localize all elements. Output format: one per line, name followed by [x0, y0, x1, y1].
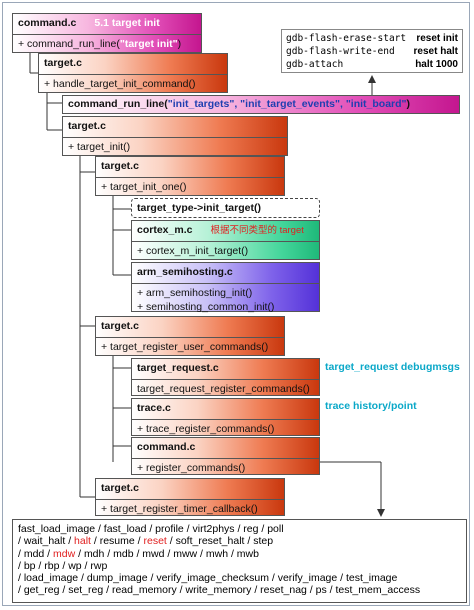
box-title: target.c: [96, 479, 284, 500]
box-title: target.c: [39, 54, 227, 75]
box-call: + target_register_user_commands(): [101, 341, 269, 353]
command-c-box-2: command.c + register_commands(): [131, 437, 320, 475]
command-line: / load_image / dump_image / verify_image…: [18, 572, 398, 585]
command-text: / resume /: [90, 535, 144, 548]
command-text: / mdd /: [18, 547, 54, 560]
command-line: / mdd / mdw / mdh / mdb / mwd / mww / mw…: [18, 548, 461, 560]
call-text: command_run_line(: [68, 98, 168, 110]
command-list-box: fast_load_image / fast_load / profile / …: [12, 519, 467, 603]
command-text: / soft_reset_halt / step: [166, 535, 274, 548]
command-line: / wait_halt / halt / resume / reset / so…: [18, 535, 461, 547]
command-run-line-box: command_run_line("init_targets", "init_t…: [62, 95, 460, 114]
gdb-command: gdb-flash-write-end: [286, 46, 395, 57]
box-title: target_request.c: [132, 359, 319, 380]
command-highlight: mdw: [53, 547, 76, 560]
target-c-box-4: target.c + target_register_user_commands…: [95, 316, 285, 356]
box-call: target_type->init_target(): [137, 202, 261, 214]
target-c-box-3: target.c + target_init_one(): [95, 156, 285, 196]
box-title: trace.c: [132, 399, 319, 420]
command-line: / bp / rbp / wp / rwp: [18, 559, 108, 572]
command-highlight: reset: [143, 535, 167, 548]
gdb-command: gdb-flash-erase-start: [286, 33, 407, 44]
target-c-box-2: target.c + target_init(): [62, 116, 288, 156]
call-text: + command_run_line(: [18, 38, 120, 50]
command-line: / get_reg / set_reg / read_memory / writ…: [18, 584, 421, 597]
gdb-command: gdb-attach: [286, 59, 344, 70]
trace-annotation: trace history/point: [325, 400, 417, 412]
target-c-box-1: target.c + handle_target_init_command(): [38, 53, 228, 93]
command-line: fast_load_image / fast_load / profile / …: [18, 523, 284, 535]
box-call: + register_commands(): [137, 462, 246, 474]
box-title: cortex_m.c: [137, 224, 193, 236]
gdb-row: gdb-attach halt 1000: [286, 58, 458, 71]
arm-semihosting-c-box: arm_semihosting.c + arm_semihosting_init…: [131, 262, 320, 313]
trace-c-box: trace.c + trace_register_commands(): [131, 398, 320, 436]
command-text: / wait_halt /: [18, 535, 75, 548]
box-call: + target_register_timer_callback(): [101, 503, 258, 515]
call-arg: "target init": [119, 38, 178, 50]
box-header: cortex_m.c 根据不同类型的 target: [132, 221, 319, 242]
cortex-note: 根据不同类型的 target: [210, 225, 304, 236]
call-arg: "init_targets", "init_target_events", "i…: [167, 98, 407, 110]
gdb-action: reset halt: [413, 46, 458, 57]
box-call: command_run_line("init_targets", "init_t…: [63, 96, 459, 115]
target-request-c-box: target_request.c target_request_register…: [131, 358, 320, 396]
box-call: + handle_target_init_command(): [44, 78, 196, 90]
box-title: target.c: [63, 117, 287, 138]
call-text: ): [406, 98, 411, 110]
box-header: command.c 5.1 target init: [13, 14, 201, 35]
command-text: / mdh / mdb / mwd / mww / mwh / mwb: [75, 547, 259, 560]
diagram-frame: [2, 2, 470, 606]
box-title: target.c: [96, 157, 284, 178]
target-type-init-box: target_type->init_target(): [131, 198, 320, 218]
gdb-action: reset init: [416, 33, 458, 44]
target-request-annotation: target_request debugmsgs: [325, 361, 460, 373]
box-title: command.c: [132, 438, 319, 459]
gdb-row: gdb-flash-write-end reset halt: [286, 45, 458, 58]
command-highlight: halt: [74, 535, 91, 548]
target-c-box-5: target.c + target_register_timer_callbac…: [95, 478, 285, 516]
command-c-box: command.c 5.1 target init + command_run_l…: [12, 13, 202, 53]
box-call: + trace_register_commands(): [137, 423, 275, 435]
box-title: command.c: [18, 17, 77, 29]
gdb-row: gdb-flash-erase-start reset init: [286, 32, 458, 45]
cortex-m-c-box: cortex_m.c 根据不同类型的 target + cortex_m_init…: [131, 220, 320, 260]
gdb-event-box: gdb-flash-erase-start reset init gdb-flas…: [281, 29, 463, 73]
section-tag: 5.1 target init: [94, 17, 160, 29]
box-call: + target_init(): [68, 141, 131, 153]
box-call: target_request_register_commands(): [137, 383, 310, 395]
box-call: + semihosting_common_init(): [137, 301, 275, 313]
box-call: + arm_semihosting_init(): [137, 287, 253, 299]
box-title: arm_semihosting.c: [132, 263, 319, 284]
gdb-action: halt 1000: [415, 59, 458, 70]
box-title: target.c: [96, 317, 284, 338]
box-call: + cortex_m_init_target(): [137, 245, 249, 257]
call-text: ): [177, 38, 182, 50]
box-call: + target_init_one(): [101, 181, 187, 193]
box-call: + command_run_line("target init"): [13, 35, 201, 54]
